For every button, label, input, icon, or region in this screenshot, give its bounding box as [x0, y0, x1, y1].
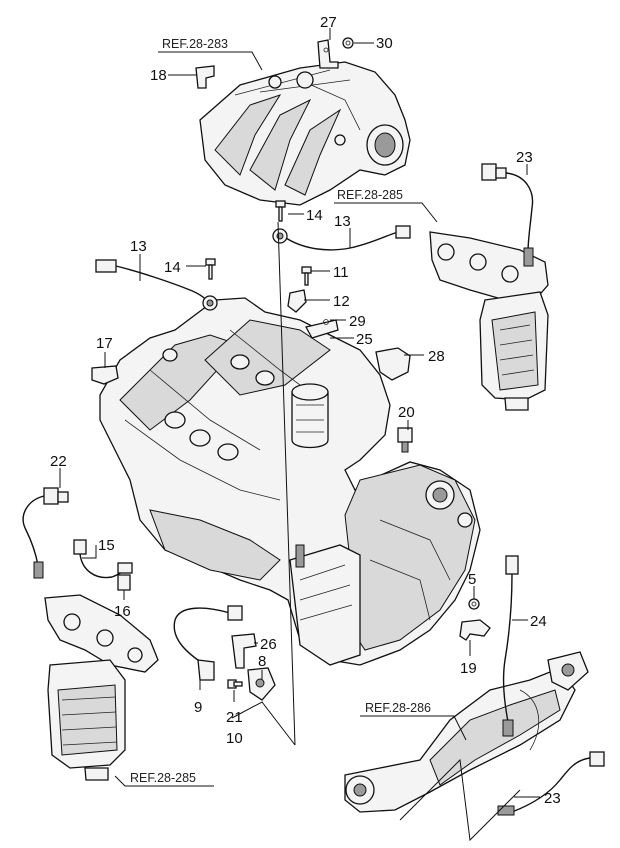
intake-manifold [199, 61, 411, 206]
callout-10: 10 [226, 730, 243, 747]
callout-5: 5 [468, 571, 476, 588]
o2-sensor-22 [22, 487, 69, 579]
nut-30 [342, 37, 354, 49]
callout-14-upper: 14 [306, 207, 323, 224]
callout-11: 11 [333, 264, 349, 281]
callout-22: 22 [50, 453, 67, 470]
callout-19: 19 [460, 660, 477, 677]
sensor-20 [397, 427, 413, 453]
callout-24: 24 [530, 613, 547, 630]
nut-5 [468, 598, 480, 610]
bolt-14-left [205, 258, 216, 280]
bracket-19 [459, 619, 491, 641]
sensor-15 [73, 539, 133, 591]
callout-numbers: 27 30 18 23 14 13 13 14 11 12 29 25 28 1… [50, 14, 561, 807]
front-exhaust-pipe [344, 651, 589, 813]
callout-26: 26 [260, 636, 277, 653]
callout-30: 30 [376, 35, 393, 52]
callout-13-right: 13 [334, 213, 351, 230]
callout-14-left: 14 [164, 259, 181, 276]
callout-16: 16 [114, 603, 131, 620]
sensor-8 [247, 667, 276, 701]
reference-labels: REF.28-283 REF.28-285 REF.28-286 REF.28-… [130, 37, 431, 785]
bracket-27 [317, 39, 339, 69]
callout-21: 21 [226, 709, 243, 726]
callout-23-upper: 23 [516, 149, 533, 166]
o2-sensor-24 [502, 555, 519, 737]
callout-17: 17 [96, 335, 113, 352]
sensor-9-harness [173, 605, 243, 681]
exhaust-manifold-right [429, 231, 549, 411]
bolt-14-upper [275, 200, 286, 222]
knock-sensor-harness-13-right [272, 225, 411, 251]
callout-8: 8 [258, 653, 266, 670]
bolt-21 [227, 679, 243, 689]
ref-intake-manifold: REF.28-283 [162, 37, 228, 51]
o2-sensor-23-upper [481, 163, 534, 267]
o2-sensor-23-lower [497, 751, 605, 816]
callout-28: 28 [428, 348, 445, 365]
callout-27: 27 [320, 14, 337, 31]
callout-23-lower: 23 [544, 790, 561, 807]
engine-block [99, 297, 481, 666]
knock-sensor-harness-13-left [95, 259, 218, 311]
exhaust-manifold-left [44, 594, 159, 781]
leader-lines [59, 28, 540, 842]
sensor-12 [287, 289, 307, 313]
callout-9: 9 [194, 699, 202, 716]
bracket-25 [305, 319, 339, 339]
ref-exhaust-right: REF.28-285 [337, 188, 403, 202]
callout-25: 25 [356, 331, 373, 348]
callout-29: 29 [349, 313, 366, 330]
callout-12: 12 [333, 293, 350, 310]
bracket-28 [375, 347, 411, 381]
bracket-26 [231, 633, 257, 669]
callout-13-left: 13 [130, 238, 147, 255]
callout-15: 15 [98, 537, 115, 554]
callout-20: 20 [398, 404, 415, 421]
bracket-17 [91, 365, 119, 385]
bracket-18 [195, 65, 215, 89]
callout-18: 18 [150, 67, 167, 84]
ref-exhaust-left: REF.28-285 [130, 771, 196, 785]
ref-exhaust-pipe: REF.28-286 [365, 701, 431, 715]
bolt-11 [301, 266, 312, 286]
